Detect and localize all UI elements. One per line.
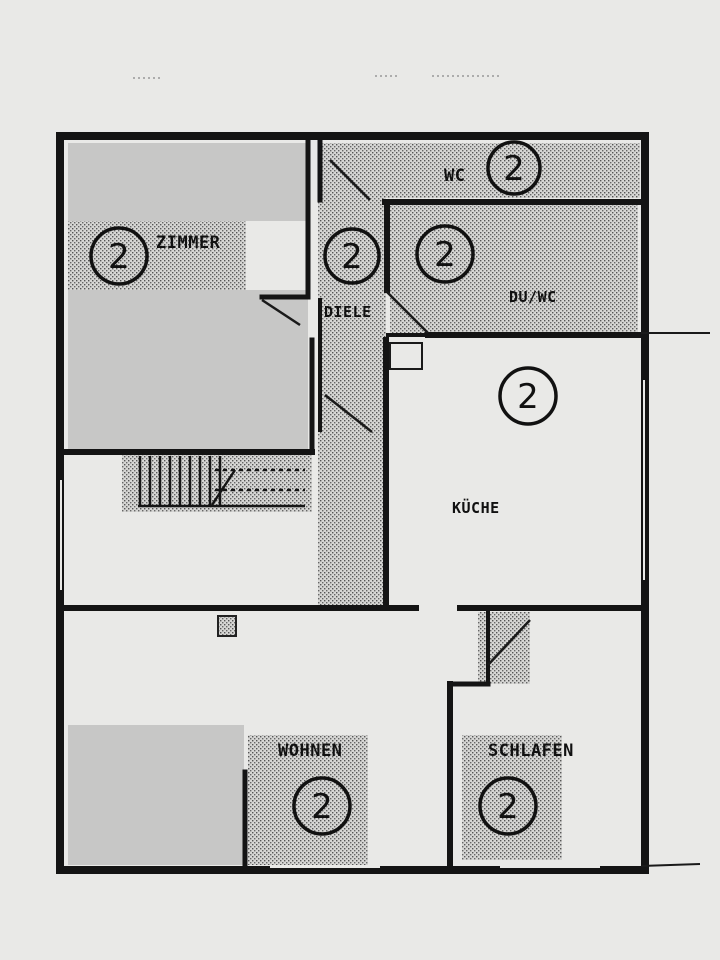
label-diele: DIELE	[324, 303, 372, 321]
badge-diele: 2	[323, 227, 381, 285]
badge-du-wc-text: 2	[434, 235, 456, 275]
du-wc-shading	[390, 205, 638, 333]
label-du-wc: DU/WC	[509, 288, 557, 306]
extension-line-bottom	[640, 863, 701, 867]
diele-shading	[318, 198, 386, 608]
mask-wohnen	[68, 725, 244, 865]
scan-marks	[133, 75, 500, 79]
label-wc: WC	[444, 166, 465, 186]
kitchen-cabinet	[389, 342, 423, 370]
badge-kueche-text: 2	[517, 377, 539, 417]
door-wc	[329, 159, 371, 201]
badge-du-wc: 2	[415, 224, 475, 284]
badge-wohnen: 2	[292, 776, 352, 836]
badge-zimmer: 2	[89, 226, 149, 286]
mask-zimmer-lower	[68, 290, 308, 450]
label-schlafen: SCHLAFEN	[488, 741, 574, 761]
mask-zimmer	[68, 143, 308, 221]
badge-diele-text: 2	[341, 237, 363, 277]
schlafen-shading	[462, 735, 562, 860]
label-kueche: KÜCHE	[452, 498, 500, 517]
staircase	[138, 456, 305, 508]
door-zimmer	[261, 298, 301, 327]
chimney-box	[217, 615, 237, 637]
badge-wc-text: 2	[503, 149, 525, 189]
windows	[60, 380, 645, 868]
stair-arrow	[210, 469, 237, 506]
stairs-shading	[122, 452, 312, 512]
badge-zimmer-text: 2	[108, 237, 130, 277]
door-diele-duwc	[384, 289, 429, 334]
stipple-shading	[68, 143, 640, 865]
badge-schlafen-text: 2	[497, 787, 519, 827]
door-schlafen	[487, 619, 531, 666]
label-zimmer: ZIMMER	[156, 233, 221, 253]
chimney	[217, 615, 237, 637]
label-wohnen: WOHNEN	[278, 741, 342, 761]
doors	[261, 159, 531, 666]
masked-areas	[68, 143, 308, 865]
badge-wc: 2	[486, 140, 542, 196]
door-hall	[324, 394, 373, 433]
zimmer-label-shading	[68, 220, 246, 292]
wc-shading	[322, 143, 640, 198]
badge-wohnen-text: 2	[311, 787, 333, 827]
badge-kueche: 2	[498, 366, 558, 426]
badge-schlafen: 2	[478, 776, 538, 836]
